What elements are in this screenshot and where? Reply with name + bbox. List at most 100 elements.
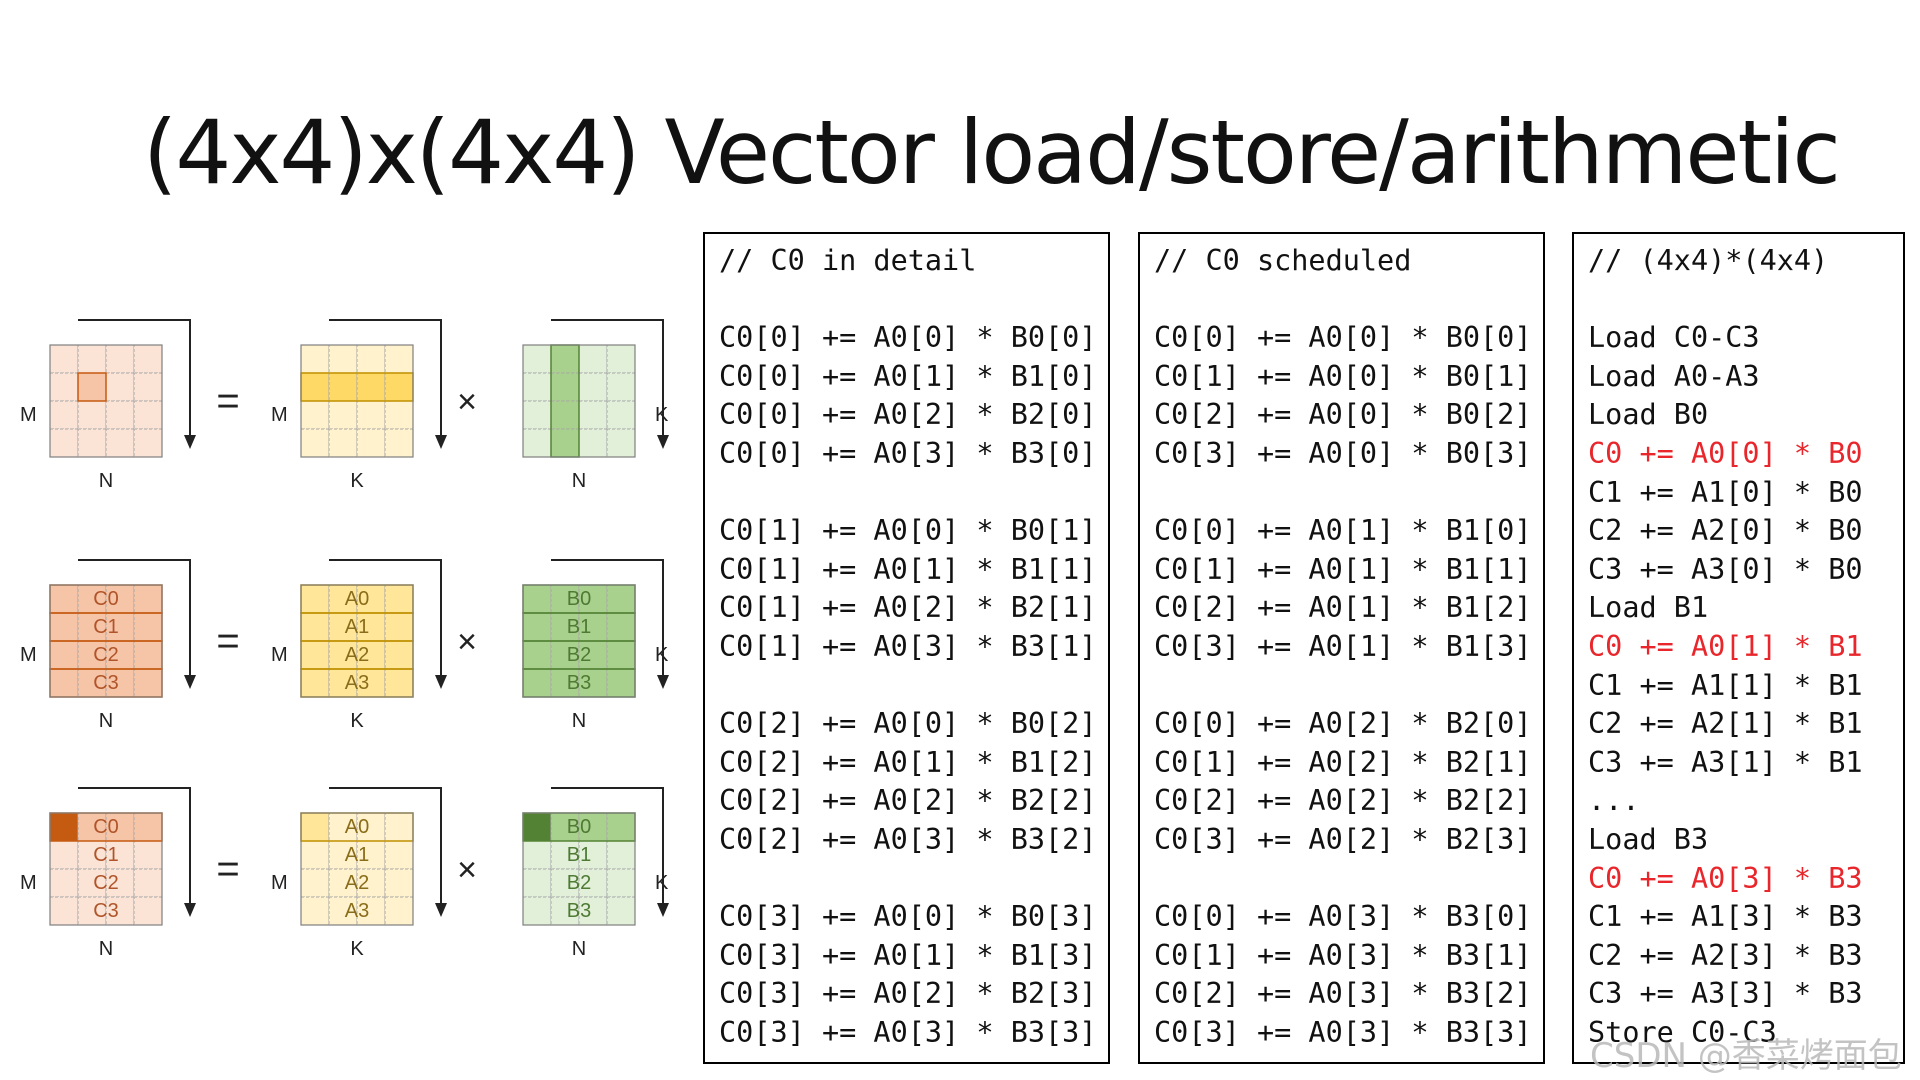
multiply-sign: ×: [457, 383, 477, 421]
code-line: C0[0] += A0[1] * B1[0]: [719, 359, 1097, 393]
code-line: C0[2] += A0[1] * B1[2]: [719, 745, 1097, 779]
matrix-cell-b: [606, 868, 636, 898]
matrix-cell-a: [328, 372, 358, 402]
code-line: [1154, 474, 1531, 513]
axis-label: M: [271, 644, 288, 666]
corner-arrow-line: [551, 787, 664, 905]
equals-sign: =: [216, 379, 239, 423]
matrix-cell-a: [384, 400, 414, 430]
matrix-cell-a: [384, 612, 414, 642]
matrix-cell-b: [606, 344, 636, 374]
matrix-cell-a: [384, 584, 414, 614]
vector-label: C1: [93, 844, 119, 866]
vector-label: A3: [345, 900, 369, 922]
matrix-cell-c: [105, 668, 135, 698]
matrix-cell-c: [105, 428, 135, 458]
code-line: C3 += A3[1] * B1: [1588, 745, 1863, 779]
matrix-cell-a: [356, 400, 386, 430]
vector-label: C1: [93, 616, 119, 638]
matrix-cell-a: [356, 428, 386, 458]
matrix-cell-b: [550, 428, 580, 458]
vector-label: B1: [567, 844, 591, 866]
matrix-cell-c: [77, 372, 107, 402]
axis-label: N: [99, 470, 113, 492]
axis-label: K: [350, 938, 364, 960]
vector-label: C2: [93, 872, 119, 894]
c-element-highlight: [77, 372, 107, 402]
vector-label: A2: [345, 872, 369, 894]
matrix-cell-b: [550, 668, 580, 698]
matrix-cell-b: [522, 812, 552, 842]
matrix-cell-a: [300, 428, 330, 458]
matrix-cell-c: [133, 840, 163, 870]
matrix-cell-a: [328, 612, 358, 642]
code-line: C0[3] += A0[1] * B1[3]: [719, 938, 1097, 972]
matrix-cell-a: [384, 668, 414, 698]
matrix-cell-b: [550, 344, 580, 374]
arrow-down-icon: [435, 675, 447, 689]
matrix-cell-a: [300, 840, 330, 870]
corner-arrow-line: [329, 559, 442, 677]
matrix-cell-a: [300, 612, 330, 642]
code-line: C0[2] += A0[3] * B3[2]: [1154, 977, 1532, 1011]
matrix-cell-b: [522, 612, 552, 642]
code-line: C0[0] += A0[0] * B0[0]: [1154, 321, 1532, 355]
matrix-cell-a: [328, 428, 358, 458]
corner-arrow-line: [78, 319, 191, 437]
matrix-cell-b: [522, 584, 552, 614]
matrix-border: [522, 584, 636, 698]
matrix-cell-c: [133, 584, 163, 614]
matrix-cell-c: [49, 400, 79, 430]
matrix-cell-b: [522, 428, 552, 458]
code-line: [719, 474, 1096, 513]
matrix-cell-b: [550, 372, 580, 402]
matrix-cell-c: [49, 344, 79, 374]
slide-title: (4x4)x(4x4) Vector load/store/arithmetic: [143, 101, 1841, 204]
code-line: Store C0-C3: [1588, 1015, 1777, 1049]
vector-label: B2: [567, 644, 591, 666]
code-line: C0[2] += A0[2] * B2[2]: [719, 784, 1097, 818]
code-line: C1 += A1[3] * B3: [1588, 900, 1863, 934]
matrix-cell-b: [550, 868, 580, 898]
matrix-cell-c: [133, 812, 163, 842]
matrix-cell-a: [356, 840, 386, 870]
matrix-cell-a: [328, 584, 358, 614]
axis-label: N: [99, 710, 113, 732]
matrix-cell-b: [606, 428, 636, 458]
matrix-cell-a: [300, 400, 330, 430]
code-line: C1 += A1[1] * B1: [1588, 668, 1863, 702]
matrix-cell-a: [384, 812, 414, 842]
vector-label: B0: [567, 588, 591, 610]
axis-label: M: [20, 404, 37, 426]
matrix-cell-a: [300, 372, 330, 402]
matrix-cell-a: [300, 640, 330, 670]
axis-label: M: [20, 644, 37, 666]
matrix-cell-b: [550, 584, 580, 614]
watermark: CSDN @香菜烤面包: [1590, 1036, 1902, 1076]
vector-label: A2: [345, 644, 369, 666]
matrix-cell-a: [328, 896, 358, 926]
code-line: C0[3] += A0[3] * B3[3]: [719, 1015, 1097, 1049]
code-line: C2 += A2[3] * B3: [1588, 938, 1863, 972]
code-line: [719, 667, 1096, 706]
corner-arrow-line: [551, 559, 664, 677]
matrix-cell-b: [578, 640, 608, 670]
matrix-cell-b: [550, 640, 580, 670]
axis-label: K: [350, 710, 364, 732]
code-line: Load B3: [1588, 822, 1709, 856]
code-comment: // C0 in detail: [719, 244, 977, 277]
matrix-cell-a: [300, 584, 330, 614]
code-line: C0 += A0[1] * B1: [1588, 629, 1863, 663]
matrix-cell-a: [384, 640, 414, 670]
matrix-cell-b: [578, 400, 608, 430]
matrix-cell-b: [578, 812, 608, 842]
matrix-cell-b: [522, 372, 552, 402]
matrix-cell-a: [384, 868, 414, 898]
axis-label: M: [271, 872, 288, 894]
code-line: C3 += A3[0] * B0: [1588, 552, 1863, 586]
axis-label: N: [572, 938, 586, 960]
matrix-cell-c: [133, 612, 163, 642]
matrix-cell-c: [105, 584, 135, 614]
matrix-cell-c: [133, 640, 163, 670]
